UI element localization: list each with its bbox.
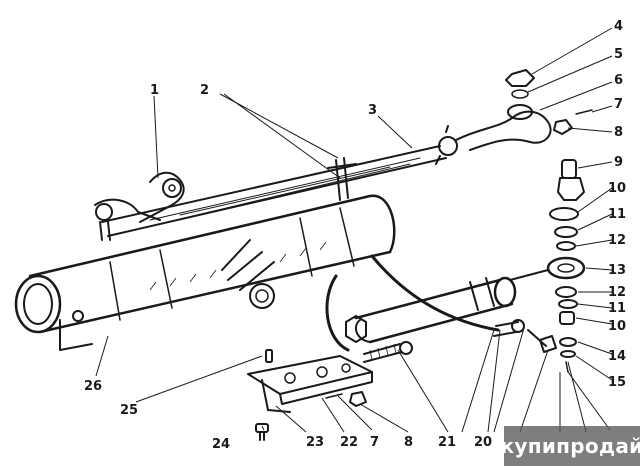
watermark-badge: купипродай [501,426,640,466]
part-stack-upper [549,207,579,251]
callout-9: 9 [614,155,623,170]
part-small-stud [265,349,273,363]
part-left-rod-end [94,171,185,241]
callout-2: 2 [200,83,209,98]
part-top-nut [505,69,535,99]
callout-4: 4 [614,19,623,34]
part-pin-nut-right [553,109,593,135]
leader-lines [95,27,613,433]
callout-5: 5 [614,47,623,62]
part-pin-nut-lower [325,391,367,407]
callout-1: 1 [150,83,159,98]
callout-26: 26 [84,379,102,394]
part-rod-eye [509,256,586,281]
callout-20: 20 [474,435,492,450]
callout-11-top: 11 [608,207,626,222]
callout-labels: 1 2 3 4 5 6 7 8 9 10 11 12 13 12 11 10 1… [84,19,626,452]
callout-24: 24 [212,437,230,452]
callout-10-bottom: 10 [608,319,626,334]
callout-3: 3 [368,103,377,118]
part-hydraulic-cylinder [354,276,517,344]
callout-6: 6 [614,73,623,88]
part-bolt-right [527,329,557,353]
callout-25: 25 [120,403,138,418]
callout-11-bottom: 11 [608,301,626,316]
part-main-housing [14,194,396,351]
callout-8-bottom: 8 [404,435,413,450]
callout-22: 22 [340,435,358,450]
callout-14: 14 [608,349,626,364]
callout-8-top: 8 [614,125,623,140]
callout-13: 13 [608,263,626,278]
callout-12-bottom: 12 [608,285,626,300]
callout-21: 21 [438,435,456,450]
part-right-rod-end [435,104,552,165]
part-tie-rod [101,145,447,237]
part-mounting-plate [247,355,373,413]
callout-15: 15 [608,375,626,390]
callout-23: 23 [306,435,324,450]
callout-7-top: 7 [614,97,623,112]
part-hoses [325,254,525,352]
callout-10-top: 10 [608,181,626,196]
part-stack-lower [555,286,578,373]
part-valve-fitting [345,315,413,363]
part-clamps [327,157,357,201]
callout-12-top: 12 [608,233,626,248]
part-ball-stud [557,159,585,201]
callout-7-bottom: 7 [370,435,379,450]
part-small-bolt [255,423,269,441]
